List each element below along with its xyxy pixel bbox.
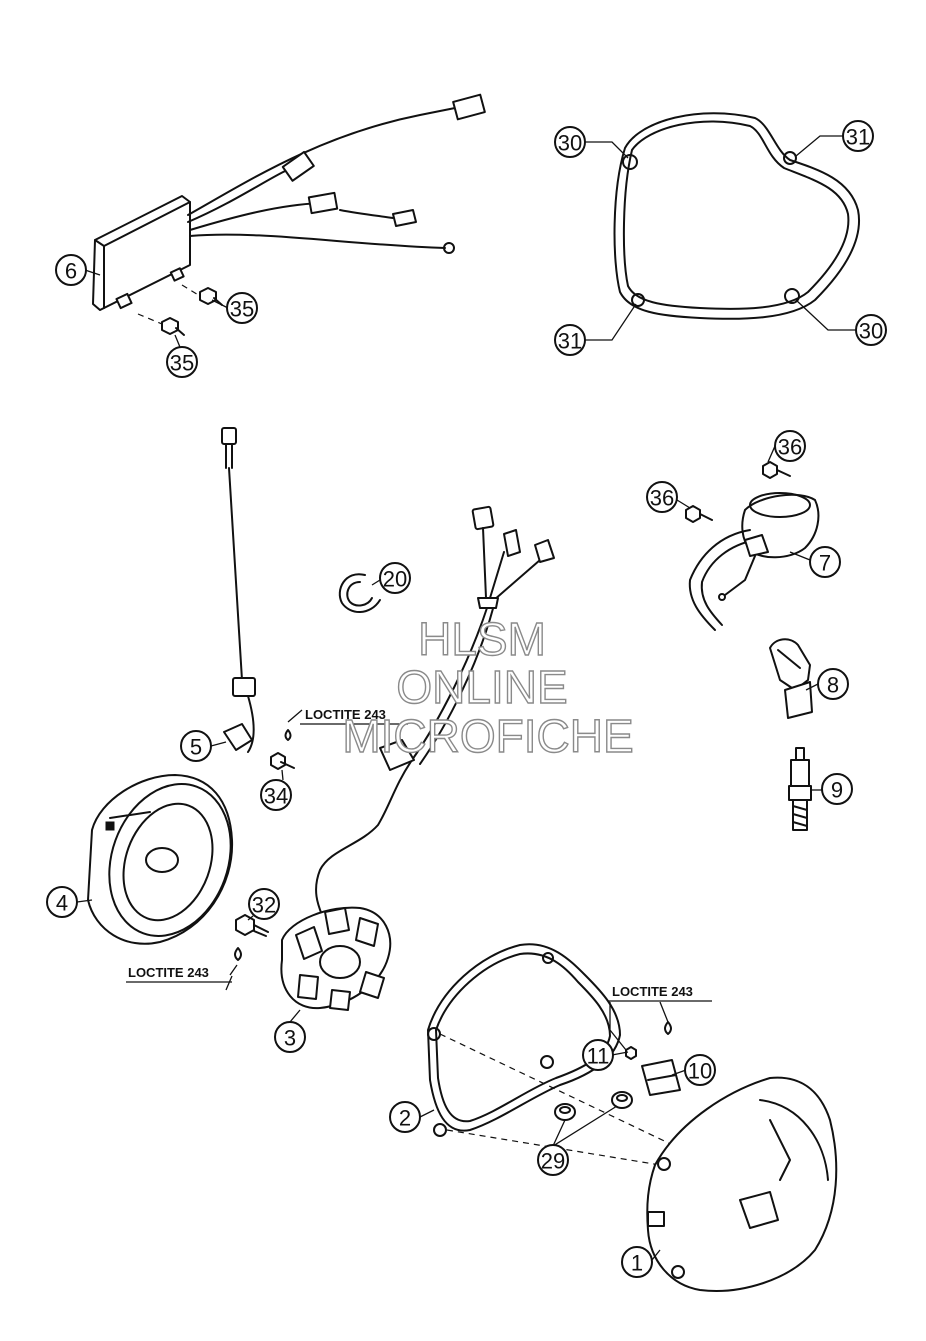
callout-1: 1 [621, 1246, 653, 1278]
alignment-line-upper [439, 1033, 701, 1159]
screw-11-part [625, 1021, 672, 1060]
callout-32: 32 [248, 888, 280, 920]
callout-31-lower: 31 [554, 324, 586, 356]
svg-text:1: 1 [631, 1251, 643, 1276]
loctite-label: LOCTITE 243 [305, 707, 386, 722]
screw-35-lower-part [137, 313, 185, 336]
svg-text:36: 36 [778, 435, 802, 460]
loctite-note-middle: LOCTITE 243 [126, 965, 232, 983]
alignment-line-lower [446, 1129, 661, 1166]
flywheel-part [87, 774, 234, 945]
svg-text:4: 4 [56, 891, 68, 916]
callout-20: 20 [379, 562, 411, 594]
svg-text:34: 34 [264, 784, 288, 809]
svg-text:31: 31 [846, 125, 870, 150]
callout-8: 8 [817, 668, 849, 700]
svg-text:10: 10 [688, 1059, 712, 1084]
pickup-sensor-part [221, 427, 256, 753]
svg-text:20: 20 [383, 567, 407, 592]
svg-text:29: 29 [541, 1149, 565, 1174]
ignition-coil-part [688, 492, 820, 631]
screw-36-upper-part [762, 461, 791, 479]
svg-text:2: 2 [399, 1106, 411, 1131]
callout-29: 29 [537, 1144, 569, 1176]
svg-text:6: 6 [65, 259, 77, 284]
cdi-unit-part [92, 93, 486, 311]
svg-text:36: 36 [650, 486, 674, 511]
svg-text:5: 5 [190, 735, 202, 760]
callout-7: 7 [809, 546, 841, 578]
ignition-cover-part [646, 1076, 838, 1292]
spark-plug-part [788, 747, 812, 831]
ignition-cover-gasket-part [427, 943, 621, 1137]
callout-30-upper: 30 [554, 126, 586, 158]
stator-part [280, 505, 555, 1011]
callout-30-lower: 30 [855, 314, 887, 346]
loctite-label: LOCTITE 243 [128, 965, 209, 980]
watermark-line-3: MICROFICHE [342, 710, 633, 762]
cover-gasket-part [613, 112, 861, 320]
callout-10: 10 [684, 1054, 716, 1086]
dowel-sleeves-part [554, 1091, 633, 1121]
svg-text:30: 30 [859, 319, 883, 344]
clamp-part [338, 573, 381, 613]
leader-lines [76, 135, 856, 1261]
svg-text:8: 8 [827, 673, 839, 698]
callout-5: 5 [180, 730, 212, 762]
watermark: HLSM ONLINE MICROFICHE [342, 612, 635, 762]
svg-text:30: 30 [558, 131, 582, 156]
svg-text:35: 35 [170, 351, 194, 376]
clip-part [641, 1059, 681, 1096]
loctite-note-lower: LOCTITE 243 [608, 984, 712, 1002]
callout-35-upper: 35 [226, 292, 258, 324]
svg-text:7: 7 [819, 551, 831, 576]
loctite-note-upper: LOCTITE 243 [300, 707, 408, 725]
watermark-line-2: ONLINE [396, 661, 567, 713]
svg-text:3: 3 [284, 1026, 296, 1051]
svg-text:9: 9 [831, 778, 843, 803]
svg-text:31: 31 [558, 329, 582, 354]
screw-32-part [234, 914, 269, 961]
callout-9: 9 [821, 773, 853, 805]
callout-11: 11 [582, 1039, 614, 1071]
callout-3: 3 [274, 1021, 306, 1053]
callout-35-lower: 35 [166, 346, 198, 378]
svg-text:11: 11 [587, 1044, 610, 1069]
spark-plug-cap-part [769, 638, 813, 719]
screw-34-part [270, 729, 295, 770]
callout-34: 34 [260, 779, 292, 811]
callout-4: 4 [46, 886, 78, 918]
callout-36-upper: 36 [774, 430, 806, 462]
svg-text:32: 32 [252, 893, 276, 918]
callout-2: 2 [389, 1101, 421, 1133]
screw-36-lower-part [685, 505, 713, 523]
callout-6: 6 [55, 254, 87, 286]
svg-text:35: 35 [230, 297, 254, 322]
callout-36-lower: 36 [646, 481, 678, 513]
watermark-line-1: HLSM [418, 613, 546, 665]
loctite-label: LOCTITE 243 [612, 984, 693, 999]
callout-31-upper: 31 [842, 120, 874, 152]
